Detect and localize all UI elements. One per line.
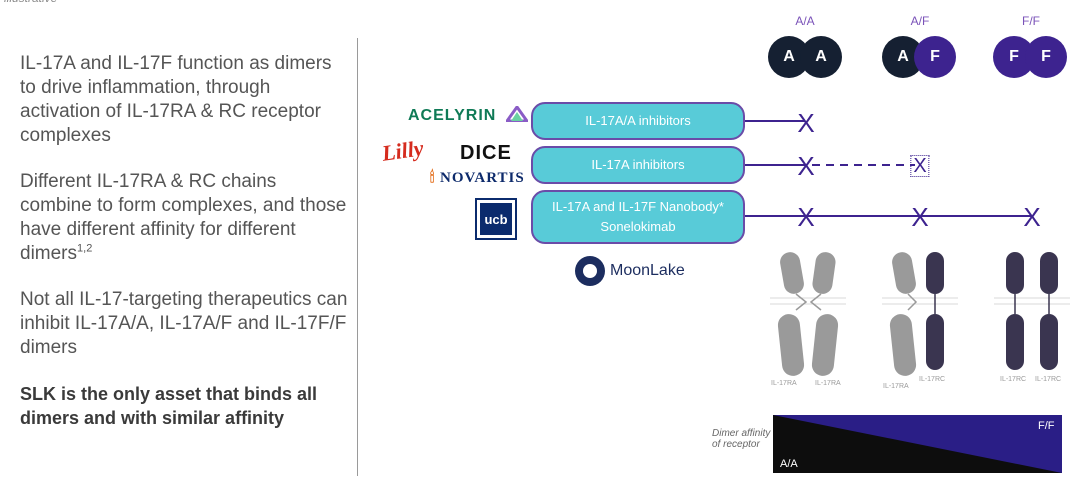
- cross-row3-af: X: [911, 202, 929, 232]
- dimer-aa-right-circle: A: [800, 36, 842, 78]
- receptor-ff: [1006, 252, 1058, 370]
- affinity-high-label: F/F: [1038, 420, 1055, 432]
- acelyrin-wordmark: ACELYRIN: [408, 107, 497, 124]
- bullet-list: IL-17A and IL-17F function as dimers to …: [20, 52, 350, 452]
- cross-row3-aa: X: [797, 202, 815, 232]
- receptor-label-af-left: IL-17RA: [883, 383, 909, 390]
- receptor-label-af-right: IL-17RC: [919, 376, 946, 383]
- affinity-aa-region: [773, 415, 1062, 473]
- bullet-3: Not all IL-17-targeting therapeutics can…: [20, 289, 348, 358]
- affinity-label: Dimer affinity of receptor: [712, 428, 771, 450]
- inhibitor-label-sonelokimab: Sonelokimab: [600, 219, 676, 234]
- receptor-aa: [777, 252, 839, 376]
- dimer-ff: F F: [993, 36, 1079, 78]
- cross-row2-af-partial: X: [910, 155, 930, 177]
- inhibitor-label-il17a: IL-17A inhibitors: [591, 157, 685, 172]
- receptor-label-ff-left: IL-17RC: [1000, 376, 1027, 383]
- dimer-label-ff: F/F: [1022, 14, 1040, 28]
- novartis-logo: 🕯︎ NOVARTIS: [430, 168, 525, 187]
- dimer-label-af: A/F: [910, 14, 930, 28]
- novartis-wordmark: NOVARTIS: [440, 170, 525, 186]
- inhibitor-pill-il17aa: IL-17A/A inhibitors: [531, 102, 745, 140]
- inhibitor-label-il17aa: IL-17A/A inhibitors: [585, 113, 691, 128]
- cross-row3-ff: X: [1023, 202, 1041, 232]
- inhibitor-pill-sonelokimab: IL-17A and IL-17F Nanobody* Sonelokimab: [531, 190, 745, 244]
- dimer-af-right-circle: F: [914, 36, 956, 78]
- affinity-low-label: A/A: [780, 458, 798, 470]
- dice-logo: DICE: [460, 142, 512, 164]
- receptor-label-aa-right: IL-17RA: [815, 380, 841, 387]
- moonlake-logo: MoonLake: [610, 262, 685, 279]
- dimer-af: A F: [882, 36, 968, 78]
- acelyrin-logo: ACELYRIN: [408, 104, 530, 125]
- inhibitor-label-nanobody: IL-17A and IL-17F Nanobody*: [551, 199, 724, 214]
- bullet-1: IL-17A and IL-17F function as dimers to …: [20, 53, 332, 146]
- receptor-label-aa-left: IL-17RA: [771, 380, 797, 387]
- receptor-af: [889, 252, 944, 376]
- novartis-flame-icon: 🕯︎: [430, 168, 436, 186]
- receptor-label-ff-right: IL-17RC: [1035, 376, 1062, 383]
- inhibitor-pill-il17a: IL-17A inhibitors: [531, 146, 745, 184]
- cross-row1-aa: X: [797, 108, 815, 138]
- illustrative-label: illustrative: [4, 0, 57, 5]
- ucb-logo: ucb: [475, 198, 517, 240]
- bullet-4-key-message: SLK is the only asset that binds all dim…: [20, 384, 318, 428]
- dimer-ff-right-circle: F: [1025, 36, 1067, 78]
- bullet-2-citation: 1,2: [77, 242, 93, 255]
- dimer-aa: A A: [768, 36, 854, 78]
- dimer-label-aa: A/A: [795, 14, 815, 28]
- cross-row2-aa: X: [797, 151, 815, 181]
- acelyrin-triangle-icon: [503, 104, 530, 123]
- bullet-2-text: Different IL-17RA & RC chains combine to…: [20, 171, 347, 264]
- affinity-gradient: [773, 415, 1062, 473]
- vertical-divider: [357, 38, 358, 476]
- moonlake-icon: [575, 256, 605, 286]
- bullet-2: Different IL-17RA & RC chains combine to…: [20, 170, 350, 266]
- receptor-membrane-lines: [770, 297, 1070, 305]
